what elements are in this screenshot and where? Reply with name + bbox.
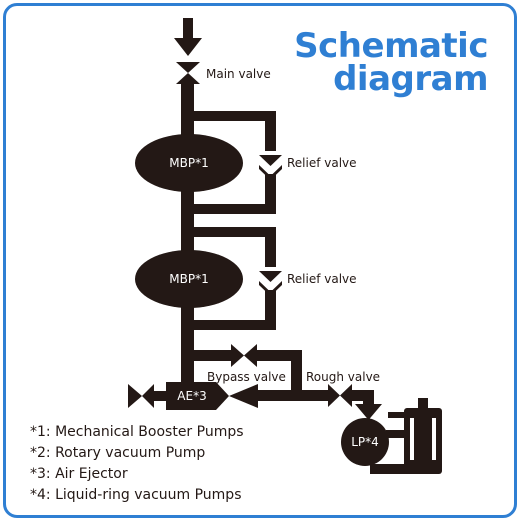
lp-separator-tank	[404, 408, 442, 474]
lp-separator-gap-left	[410, 418, 414, 460]
ae-outlet-valve	[229, 384, 258, 408]
relief-loop-1-upper	[265, 111, 276, 151]
relief-loop-2-top	[181, 227, 276, 237]
relief-valve-2-label: Relief valve	[287, 272, 357, 286]
legend-item-4: *4: Liquid-ring vacuum Pumps	[30, 487, 242, 503]
title-line-1: Schematic	[294, 26, 488, 66]
lp-separator-gap-right	[432, 418, 436, 460]
relief-valve-2-symbol	[259, 271, 282, 296]
relief-loop-2-bottom	[181, 320, 276, 330]
rough-valve-right	[340, 384, 352, 407]
main-valve-label: Main valve	[206, 67, 271, 81]
inlet-arrow-head	[174, 38, 202, 56]
relief-loop-1-lower	[265, 174, 276, 214]
ae-inlet-pipe	[154, 391, 166, 401]
ae-inlet-valve-left	[128, 384, 142, 408]
mbp-2-label: MBP*1	[169, 272, 208, 286]
relief-loop-2-lower	[265, 290, 276, 330]
mbp-pump-2	[135, 250, 243, 308]
relief-valve-1-symbol	[259, 155, 282, 180]
main-valve-bottom	[176, 73, 200, 84]
rough-valve-left	[328, 384, 340, 407]
lp-connector-mid	[386, 430, 406, 438]
main-valve-top	[176, 62, 200, 73]
legend-item-1: *1: Mechanical Booster Pumps	[30, 424, 244, 440]
lp-pump-body	[341, 418, 389, 466]
lp-connector-top	[388, 412, 405, 418]
legend-item-3: *3: Air Ejector	[30, 466, 128, 482]
lp-base	[370, 464, 410, 474]
inlet-arrow-shaft	[183, 18, 193, 40]
legend: *1: Mechanical Booster Pumps *2: Rotary …	[30, 422, 244, 506]
bypass-line-left	[181, 350, 231, 361]
relief-loop-2-upper	[265, 227, 276, 267]
bypass-valve-right	[244, 344, 257, 367]
title-line-2: diagram	[333, 59, 488, 99]
relief-valve-1-label: Relief valve	[287, 156, 357, 170]
relief-loop-1-top	[181, 111, 276, 121]
lp-feed-arrow	[355, 404, 382, 420]
relief-loop-1-bottom	[181, 204, 276, 214]
bypass-valve-left	[231, 344, 244, 367]
bypass-line-drop	[291, 350, 302, 395]
lp-feed-pipe	[363, 390, 374, 404]
ae-label: AE*3	[177, 389, 206, 403]
rough-valve-label: Rough valve	[306, 370, 380, 384]
rough-line-left	[258, 390, 328, 401]
legend-item-2: *2: Rotary vacuum Pump	[30, 445, 206, 461]
air-ejector	[166, 382, 229, 410]
bypass-line-right	[257, 350, 302, 361]
mbp-pump-1	[135, 134, 243, 192]
lp-label: LP*4	[351, 435, 379, 449]
bypass-valve-label: Bypass valve	[207, 370, 286, 384]
ae-inlet-valve-right	[142, 384, 154, 408]
mbp-1-label: MBP*1	[169, 156, 208, 170]
lp-separator-top-port	[418, 398, 428, 410]
diagram-title: Schematic diagram	[294, 26, 488, 99]
